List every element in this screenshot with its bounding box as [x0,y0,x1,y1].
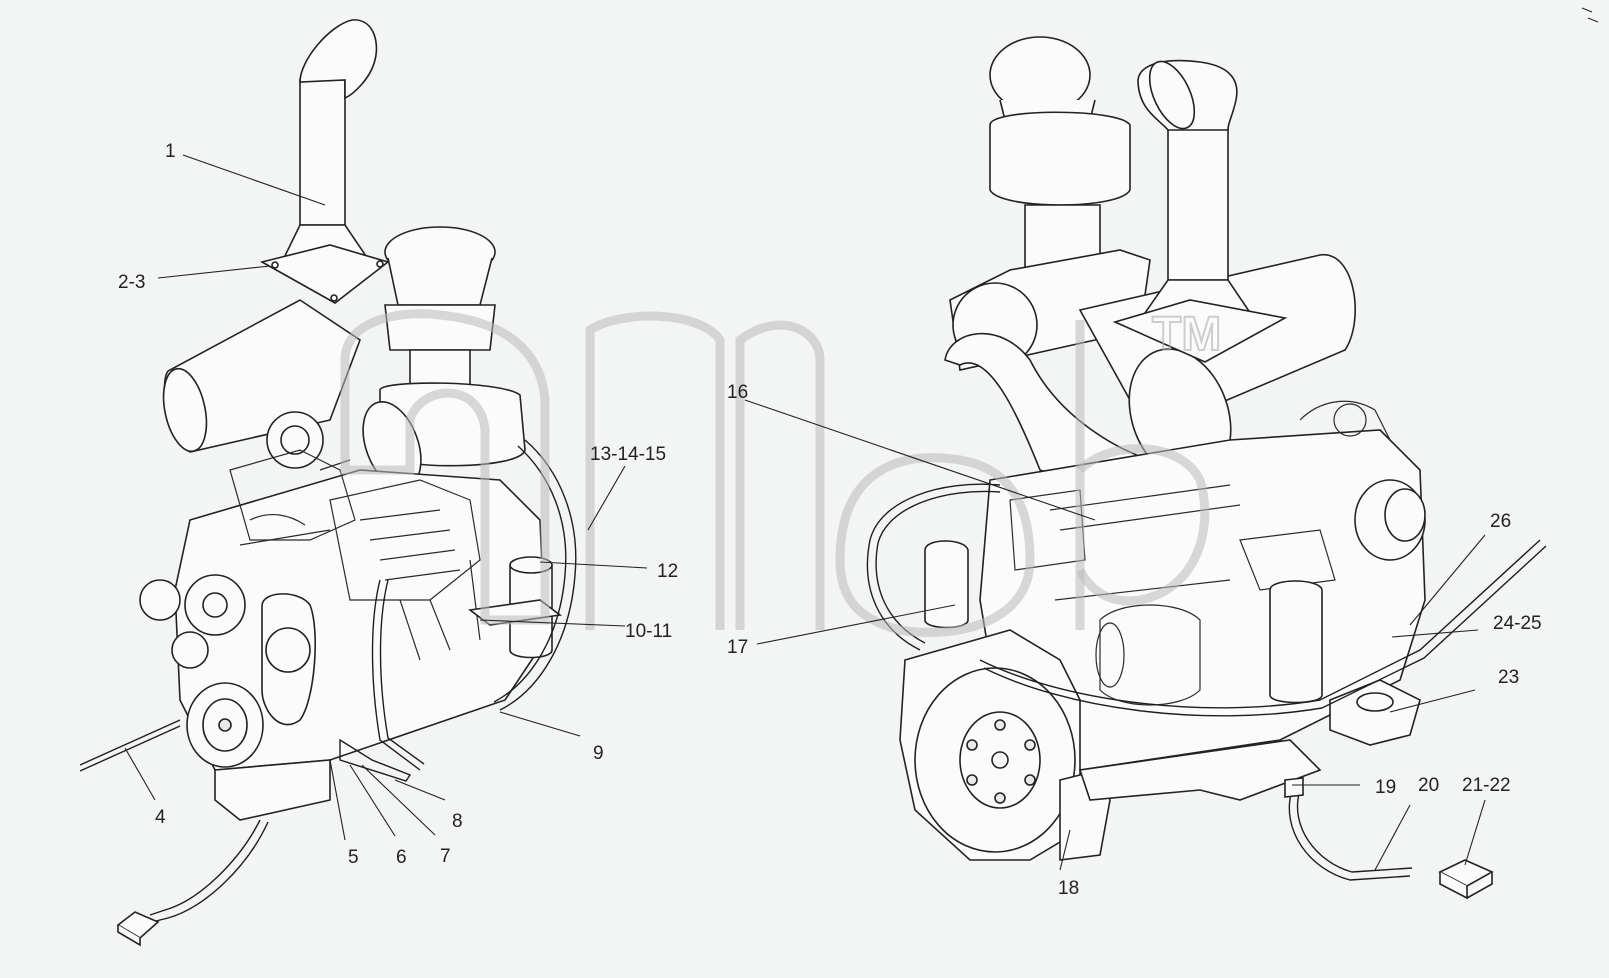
exhaust-stack-left [299,79,346,226]
callout-18: 18 [1058,878,1079,899]
stack-flange-left [259,244,390,304]
exhaust-stack-right [1167,119,1229,281]
callout-17: 17 [727,637,748,658]
callout-19: 19 [1375,777,1396,798]
callout-labels: 1 2-3 4 5 6 7 8 9 10-11 12 13-14-15 16 1… [118,141,1542,899]
exhaust-rain-cap-left [299,19,378,100]
callout-7: 7 [440,846,451,867]
corner-mark [1581,7,1599,23]
callout-21-22: 21-22 [1462,775,1511,796]
callout-10-11: 10-11 [625,621,672,642]
watermark: TM [340,307,1222,637]
callout-13-14-15: 13-14-15 [590,444,666,465]
callout-8: 8 [452,811,463,832]
callout-5: 5 [348,847,359,868]
callout-1: 1 [165,141,176,162]
leader-lines [124,154,1486,871]
callout-26: 26 [1490,511,1511,532]
callout-24-25: 24-25 [1493,613,1542,634]
callout-16: 16 [727,382,748,403]
callout-12: 12 [657,561,678,582]
callout-20: 20 [1418,775,1439,796]
callout-23: 23 [1498,667,1519,688]
right-engine [866,36,1547,900]
callout-2-3: 2-3 [118,272,145,293]
callout-9: 9 [593,743,604,764]
callout-4: 4 [155,807,166,828]
watermark-tm: TM [1152,308,1221,361]
callout-6: 6 [396,847,407,868]
